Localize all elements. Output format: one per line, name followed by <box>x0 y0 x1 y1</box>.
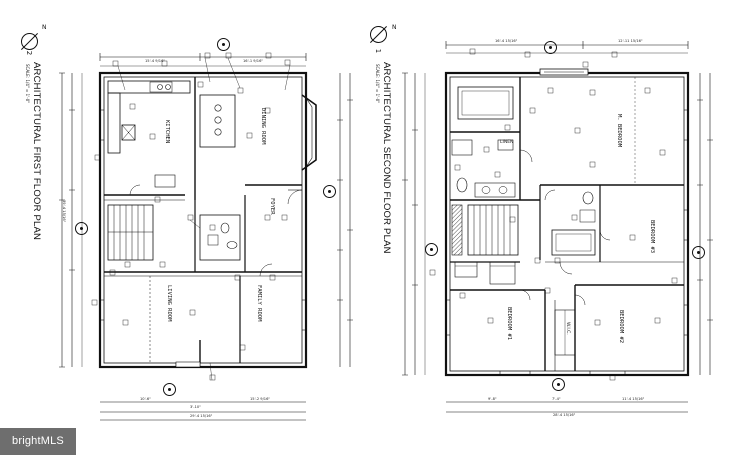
first-floor-bubble-number: 2 <box>25 50 34 56</box>
ff-dim-bottom-total: 29'-4 15/16" <box>190 414 213 418</box>
first-floor-title: ARCHITECTURAL FIRST FLOOR PLAN <box>31 62 42 241</box>
sf-dim-bottom-left: 9'-8" <box>488 397 497 401</box>
room-label-kitchen: KITCHEN <box>164 120 170 144</box>
room-label-living: LIVING ROOM <box>166 285 172 322</box>
ff-dim-left-total: 39'-4 15/16" <box>62 200 66 223</box>
room-label-foyer: FOYER <box>269 198 275 215</box>
second-floor-north-label: N <box>392 24 397 31</box>
first-floor-plan <box>59 52 353 421</box>
second-floor-title: ARCHITECTURAL SECOND FLOOR PLAN <box>381 62 392 254</box>
section-marker <box>544 41 557 54</box>
second-floor-plan <box>402 41 713 413</box>
sf-dim-bottom-total: 28'-4 15/16" <box>553 413 576 417</box>
room-label-family: FAMILY ROOM <box>256 285 262 322</box>
second-floor-scale: SCALE: 1/4" = 1'-0" <box>375 64 380 104</box>
second-floor-bubble-number: 1 <box>374 48 383 54</box>
section-marker <box>552 378 565 391</box>
sf-dim-bottom-mid: 7'-4" <box>552 397 561 401</box>
room-label-bedroom-1: BEDROOM #1 <box>506 307 512 341</box>
room-label-bedroom-3: BEDROOM #3 <box>649 220 655 254</box>
section-marker <box>323 185 336 198</box>
ff-dim-bottom-right: 15'-2 9/16" <box>250 397 271 401</box>
brand-watermark: brightMLS <box>0 428 76 455</box>
ff-dim-top-left: 15'-4 9/16" <box>145 59 166 63</box>
second-floor-detail-bubble <box>370 26 387 43</box>
ff-dim-bottom-left: 10'-6" <box>140 397 151 401</box>
sf-dim-top-right: 12'-11 15/16" <box>618 39 643 43</box>
first-floor-scale: SCALE: 1/4" = 1'-0" <box>25 64 30 104</box>
sf-dim-top-left: 16'-4 15/16" <box>495 39 518 43</box>
room-label-dining: DINING ROOM <box>260 108 266 145</box>
ff-dim-top-right: 16'-1 9/16" <box>243 59 264 63</box>
room-label-master-bedroom: M. BEDROOM <box>616 114 622 148</box>
sf-dim-bottom-right: 11'-4 15/16" <box>622 397 645 401</box>
room-label-linen: LINEN <box>500 140 514 145</box>
ff-dim-bottom-mid: 3'-10" <box>190 405 201 409</box>
section-marker <box>163 383 176 396</box>
section-marker <box>75 222 88 235</box>
section-marker <box>425 243 438 256</box>
section-marker <box>217 38 230 51</box>
section-marker <box>692 246 705 259</box>
first-floor-detail-bubble <box>21 33 38 50</box>
first-floor-north-label: N <box>42 24 47 31</box>
room-label-wic: W.I.C. <box>565 322 570 335</box>
room-label-bedroom-2: BEDROOM #2 <box>618 310 624 344</box>
